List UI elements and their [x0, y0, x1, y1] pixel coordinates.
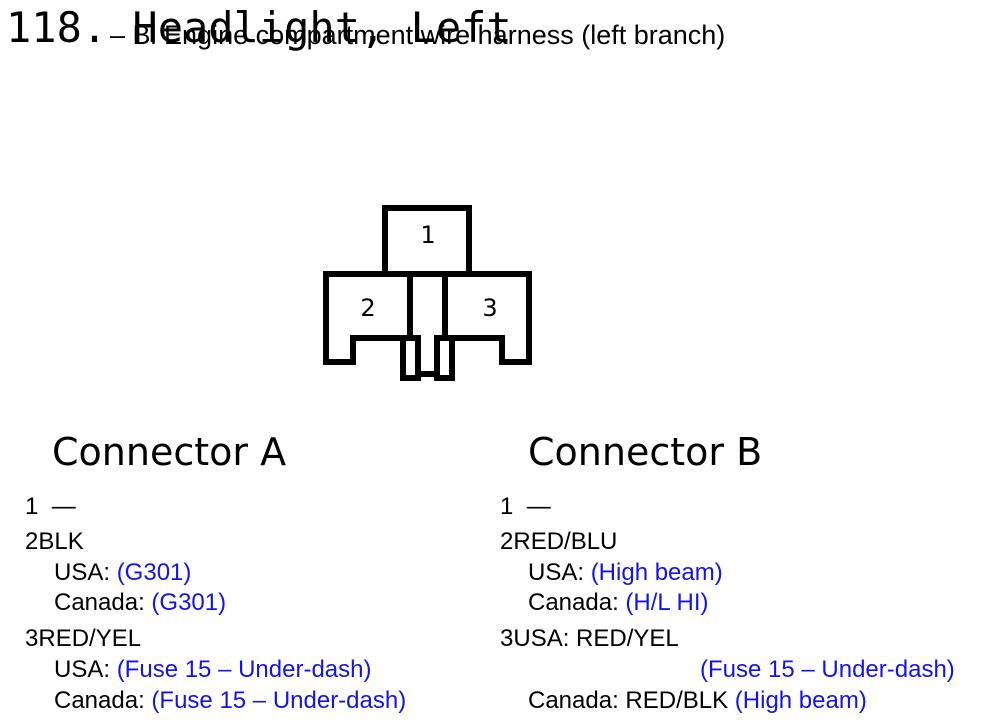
latch-right: [434, 335, 455, 381]
pin-number: 3: [25, 625, 39, 652]
region-label: Canada:: [528, 589, 619, 616]
connector-b-pin3: 3USA: RED/YEL: [500, 624, 679, 654]
pin-3-label: 3: [482, 294, 497, 322]
connector-a-pin3: 3RED/YEL: [25, 624, 141, 654]
pin-number: 1: [25, 493, 39, 520]
region-label: USA: RED/YEL: [513, 625, 679, 652]
region-label: USA:: [528, 559, 585, 586]
connector-b-pin3-canada: Canada: RED/BLK (High beam): [528, 686, 867, 716]
connector-b-pin2-usa: USA: (High beam): [528, 558, 723, 588]
destination-link[interactable]: (G301): [151, 589, 227, 616]
destination-link[interactable]: (Fuse 15 – Under-dash): [151, 687, 407, 714]
connector-a-pin2-usa: USA: (G301): [54, 558, 191, 588]
page-title: 118. Headlight, Left: [6, 3, 512, 52]
pin-number: 1: [500, 493, 514, 520]
latch-left: [400, 335, 421, 381]
destination-link[interactable]: (Fuse 15 – Under-dash): [116, 656, 372, 683]
region-label: Canada:: [54, 589, 145, 616]
connector-a-pin3-usa: USA: (Fuse 15 – Under-dash): [54, 655, 371, 685]
pin-1-label: 1: [420, 221, 435, 249]
wire-color: RED/BLU: [513, 528, 618, 555]
connector-diagram: 1 2 3: [323, 205, 532, 381]
connector-a-pin2-canada: Canada: (G301): [54, 588, 226, 618]
connector-a-pin3-canada: Canada: (Fuse 15 – Under-dash): [54, 686, 406, 716]
destination-link[interactable]: (High beam): [590, 559, 723, 586]
pin-number: 2: [500, 528, 514, 555]
region-label: USA:: [54, 656, 111, 683]
pin-value: —: [51, 493, 76, 520]
connector-b-pin2: 2RED/BLU: [500, 527, 617, 557]
connector-b-heading: Connector B: [528, 430, 763, 474]
destination-link[interactable]: (H/L HI): [625, 589, 709, 616]
destination-link[interactable]: (High beam): [734, 687, 867, 714]
destination-link[interactable]: (G301): [116, 559, 192, 586]
pin-2-label: 2: [360, 294, 375, 322]
pin-value: —: [526, 493, 551, 520]
wire-color: BLK: [38, 528, 84, 555]
connector-a-heading: Connector A: [52, 430, 287, 474]
region-label: Canada:: [54, 687, 145, 714]
connector-b-pin1: 1 —: [500, 492, 551, 522]
destination-link[interactable]: (Fuse 15 – Under-dash): [700, 656, 955, 683]
pin-number: 3: [500, 625, 514, 652]
region-label: Canada: RED/BLK: [528, 687, 729, 714]
connector-a-pin1: 1 —: [25, 492, 76, 522]
pin-number: 2: [25, 528, 39, 555]
page-subtitle: – Bi Engine compartment wire harness (le…: [110, 20, 726, 50]
connector-b-pin2-canada: Canada: (H/L HI): [528, 588, 709, 618]
connector-a-pin2: 2BLK: [25, 527, 84, 557]
region-label: USA:: [54, 559, 111, 586]
wire-color: RED/YEL: [38, 625, 142, 652]
